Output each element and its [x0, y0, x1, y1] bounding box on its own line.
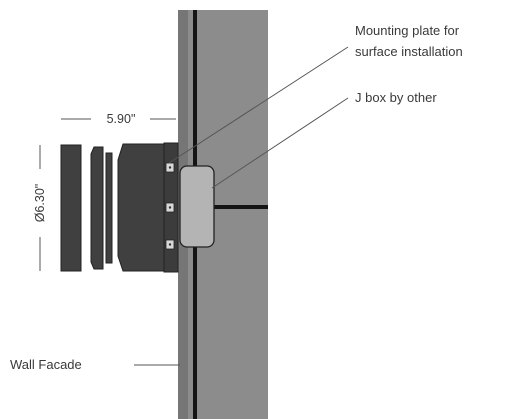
- mounting-screw-top-hole: [168, 166, 172, 169]
- fixture-housing: [117, 143, 167, 272]
- wall-facade-callout: Wall Facade: [10, 357, 82, 372]
- diameter-dimension: Ø6.30": [33, 145, 47, 271]
- fixture-front-lens: [60, 144, 82, 272]
- mounting-plate-callout-line2: surface installation: [355, 44, 463, 59]
- mounting-plate-leader-line: [168, 46, 349, 164]
- light-fixture: [60, 143, 167, 272]
- fixture-fin-1: [90, 146, 104, 270]
- mounting-screw-middle-hole: [168, 206, 172, 209]
- fixture-fin-2: [105, 152, 113, 264]
- mounting-screw-bottom-hole: [168, 243, 172, 246]
- diameter-dimension-label: Ø6.30": [33, 184, 47, 223]
- depth-dimension: 5.90": [61, 112, 176, 126]
- j-box-leader-line: [211, 97, 349, 189]
- mounting-plate-callout-line1: Mounting plate for: [355, 23, 460, 38]
- j-box: [179, 165, 215, 248]
- mounting-plate: [163, 142, 179, 273]
- depth-dimension-label: 5.90": [107, 112, 136, 126]
- wall-joint-horizontal: [195, 205, 268, 209]
- j-box-callout: J box by other: [355, 90, 437, 105]
